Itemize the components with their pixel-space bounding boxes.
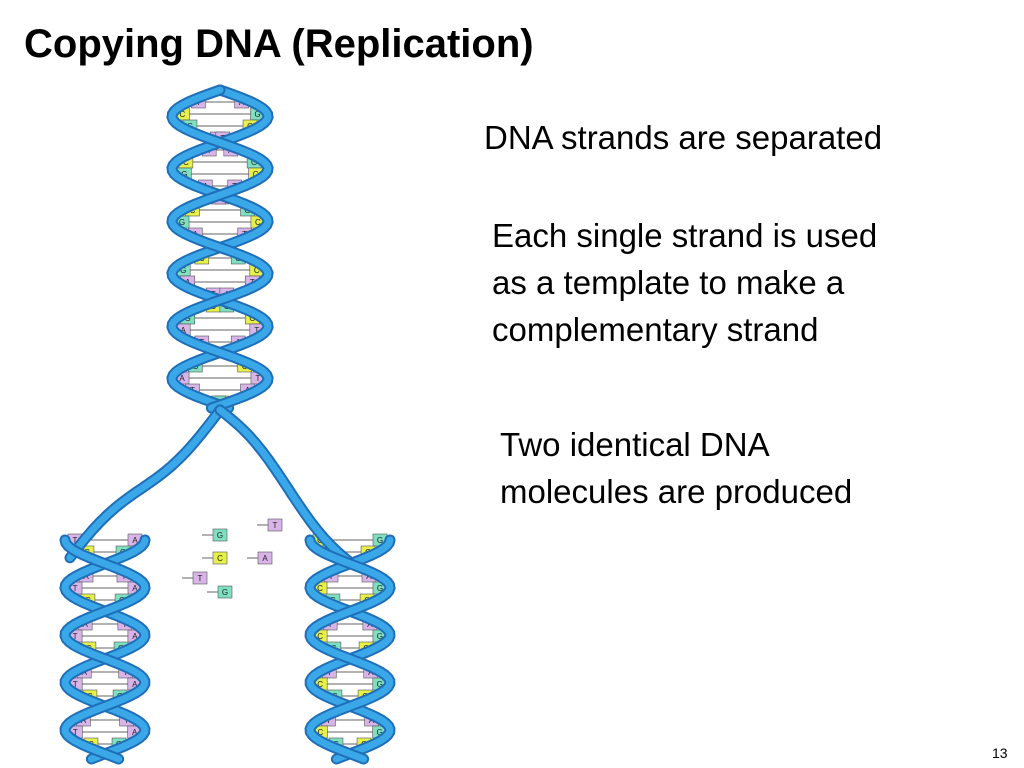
svg-text:A: A — [132, 632, 138, 641]
point-line: Each single strand is used — [492, 217, 878, 254]
svg-text:C: C — [253, 170, 259, 179]
svg-text:C: C — [254, 266, 260, 275]
svg-text:G: G — [254, 110, 260, 119]
point-identical-molecules: Two identical DNA molecules are produced — [500, 421, 970, 515]
svg-text:A: A — [132, 728, 138, 737]
slide-title: Copying DNA (Replication) — [24, 22, 534, 66]
svg-text:A: A — [132, 536, 138, 545]
svg-text:T: T — [73, 680, 78, 689]
free-nucleotide-A: A — [257, 551, 273, 565]
svg-text:T: T — [73, 536, 78, 545]
daughter-left-strand-b — [61, 536, 149, 763]
svg-text:C: C — [180, 110, 186, 119]
svg-text:G: G — [181, 170, 187, 179]
svg-text:G: G — [377, 632, 383, 641]
svg-text:C: C — [317, 584, 323, 593]
daughter-right-strand-b — [306, 536, 394, 763]
free-nucleotide-T: T — [267, 518, 283, 532]
svg-text:A: A — [181, 326, 187, 335]
svg-text:T: T — [73, 584, 78, 593]
svg-text:C: C — [317, 680, 323, 689]
free-nucleotide-T: T — [192, 571, 208, 585]
svg-text:A: A — [132, 584, 138, 593]
svg-text:T: T — [73, 632, 78, 641]
dna-replication-illustration: TACGGCATTACGGCATTACGGCATCGGCATTACGGCATTA… — [59, 84, 396, 765]
svg-text:T: T — [256, 374, 261, 383]
svg-text:C: C — [317, 632, 323, 641]
svg-text:G: G — [377, 680, 383, 689]
svg-text:G: G — [251, 158, 257, 167]
free-nucleotide-C: C — [212, 551, 228, 565]
svg-text:G: G — [217, 531, 223, 540]
svg-text:T: T — [73, 728, 78, 737]
point-line: DNA strands are separated — [484, 119, 883, 156]
daughter-right-strand-a — [306, 536, 394, 763]
separated-strand-right — [216, 406, 354, 566]
daughter-left-strand-a — [61, 536, 149, 763]
point-template: Each single strand is used as a template… — [492, 212, 992, 353]
svg-text:C: C — [183, 158, 189, 167]
point-line: complementary strand — [492, 311, 819, 348]
point-line: molecules are produced — [500, 473, 853, 510]
free-nucleotide-G: G — [217, 585, 233, 599]
free-nucleotide-G: G — [212, 528, 228, 542]
svg-text:C: C — [317, 728, 323, 737]
svg-text:A: A — [179, 374, 185, 383]
point-line: as a template to make a — [492, 264, 845, 301]
point-line: Two identical DNA — [500, 426, 770, 463]
svg-text:T: T — [254, 326, 259, 335]
svg-text:G: G — [179, 218, 185, 227]
page-number: 13 — [992, 745, 1008, 761]
svg-text:T: T — [273, 521, 278, 530]
svg-text:G: G — [180, 266, 186, 275]
svg-text:G: G — [377, 536, 383, 545]
svg-text:G: G — [222, 588, 228, 597]
svg-text:A: A — [262, 554, 268, 563]
svg-text:G: G — [377, 584, 383, 593]
point-strands-separated: DNA strands are separated — [484, 114, 882, 161]
separated-strand-left — [66, 406, 224, 562]
svg-text:G: G — [377, 728, 383, 737]
svg-text:A: A — [132, 680, 138, 689]
svg-text:C: C — [217, 554, 223, 563]
parent-strand-b — [168, 86, 272, 412]
svg-text:C: C — [255, 218, 261, 227]
svg-text:T: T — [198, 574, 203, 583]
